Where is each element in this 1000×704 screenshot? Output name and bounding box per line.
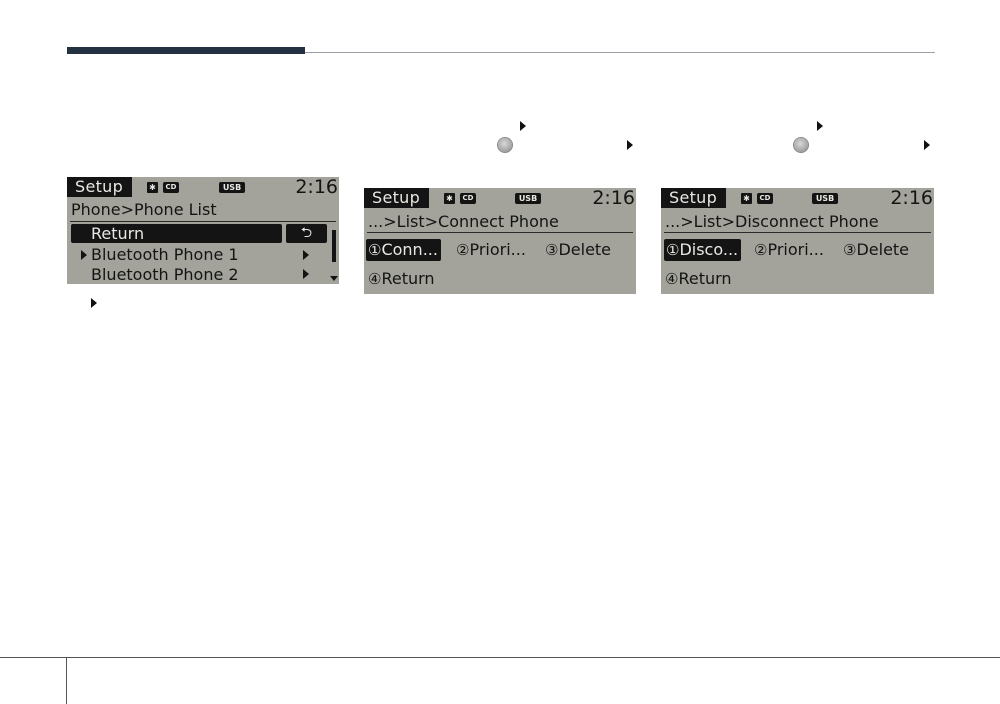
option-delete[interactable]: ③Delete	[843, 240, 910, 259]
setup-tab: Setup	[661, 188, 727, 208]
chevron-right-icon	[303, 250, 309, 260]
scroll-down-icon	[330, 276, 338, 281]
clock: 2:16	[890, 188, 933, 209]
clock: 2:16	[295, 177, 338, 198]
option-priority[interactable]: ②Priori...	[456, 240, 526, 259]
scrollbar-thumb[interactable]	[332, 230, 336, 262]
arrow-right-icon	[627, 140, 633, 150]
lcd-screen-disconnect-phone: Setup ✱ CD USB 2:16 ...>List>Disconnect …	[661, 188, 934, 294]
cd-icon: CD	[460, 193, 476, 204]
footer-divider	[66, 657, 67, 704]
setup-tab: Setup	[364, 188, 430, 208]
list-item[interactable]: Bluetooth Phone 1	[91, 245, 239, 264]
list-item-selected[interactable]: Return	[71, 224, 282, 243]
header-accent-bar	[67, 47, 305, 54]
header-rule	[305, 52, 935, 53]
bluetooth-icon: ✱	[444, 193, 455, 204]
lcd-screen-connect-phone: Setup ✱ CD USB 2:16 ...>List>Connect Pho…	[364, 188, 636, 294]
arrow-right-icon	[81, 250, 87, 260]
footer-rule	[0, 657, 1000, 658]
tune-knob-icon	[794, 138, 808, 152]
chevron-right-icon	[303, 269, 309, 279]
arrow-right-icon	[924, 140, 930, 150]
arrow-right-icon	[91, 298, 97, 308]
option-delete[interactable]: ③Delete	[545, 240, 612, 259]
bluetooth-icon: ✱	[741, 193, 752, 204]
status-bar: Setup ✱ CD USB 2:16	[67, 177, 339, 198]
setup-tab: Setup	[67, 177, 133, 197]
divider	[664, 232, 931, 233]
option-return[interactable]: ④Return	[368, 269, 435, 288]
usb-icon: USB	[515, 193, 541, 204]
breadcrumb: ...>List>Connect Phone	[368, 212, 559, 231]
tune-knob-icon	[498, 138, 512, 152]
option-priority[interactable]: ②Priori...	[754, 240, 824, 259]
option-disconnect[interactable]: ①Disco...	[664, 239, 742, 261]
lcd-screen-phone-list: Setup ✱ CD USB 2:16 Phone>Phone List Ret…	[67, 177, 339, 284]
status-bar: Setup ✱ CD USB 2:16	[364, 188, 636, 209]
breadcrumb: Phone>Phone List	[71, 200, 217, 219]
cd-icon: CD	[757, 193, 773, 204]
bluetooth-icon: ✱	[147, 182, 158, 193]
return-icon[interactable]: ⮌	[286, 224, 327, 243]
clock: 2:16	[592, 188, 635, 209]
arrow-right-icon	[817, 121, 823, 131]
breadcrumb: ...>List>Disconnect Phone	[665, 212, 879, 231]
arrow-right-icon	[520, 121, 526, 131]
usb-icon: USB	[812, 193, 838, 204]
cd-icon: CD	[163, 182, 179, 193]
usb-icon: USB	[219, 182, 245, 193]
option-connect[interactable]: ①Conn...	[366, 239, 441, 261]
list-item-label: Return	[91, 224, 145, 243]
divider	[70, 221, 336, 222]
status-bar: Setup ✱ CD USB 2:16	[661, 188, 934, 209]
option-return[interactable]: ④Return	[665, 269, 732, 288]
list-item[interactable]: Bluetooth Phone 2	[91, 265, 239, 284]
divider	[367, 232, 633, 233]
